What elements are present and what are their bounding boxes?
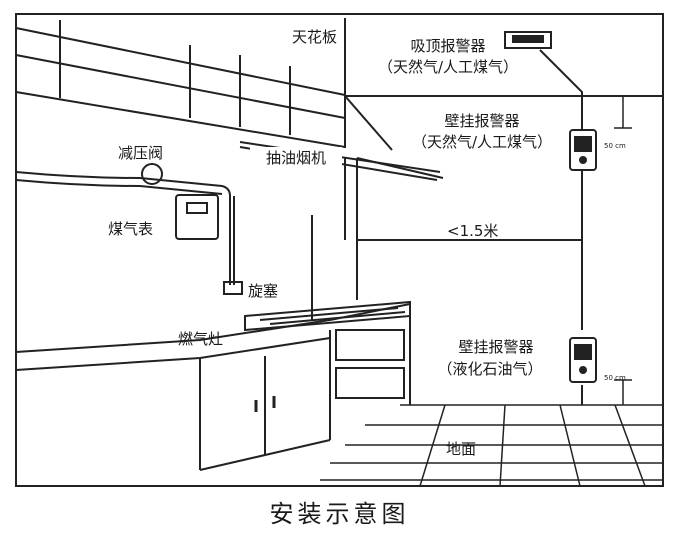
oven-panel-top xyxy=(335,329,405,361)
pressure-valve-symbol xyxy=(141,163,163,185)
wall-alarm-bottom-gas-label: （液化石油气） xyxy=(437,360,543,378)
upper-cabinets xyxy=(15,18,346,148)
gas-meter-box xyxy=(175,194,219,240)
floor-grid xyxy=(320,404,662,487)
wall-alarm-top-label: 壁挂报警器 xyxy=(444,112,520,130)
ceiling-alarm-label: 吸顶报警器 xyxy=(410,37,486,55)
plug-valve-label: 旋塞 xyxy=(248,282,279,300)
plug-valve-symbol xyxy=(223,281,243,295)
wall-alarm-top-device xyxy=(569,129,597,171)
counter xyxy=(15,303,411,471)
wall-alarm-bottom-label: 壁挂报警器 xyxy=(458,338,534,356)
range-hood-label: 抽油烟机 xyxy=(265,149,326,167)
gas-stove-body xyxy=(244,300,411,332)
figure-caption: 安装示意图 xyxy=(269,500,410,528)
ceiling-alarm-device xyxy=(504,31,552,49)
range-hood-label-box: 抽油烟机 xyxy=(250,147,342,169)
dimension-markers xyxy=(614,96,632,405)
ceiling-alarm-gas-label: （天然气/人工煤气） xyxy=(377,58,519,76)
floor-label: 地面 xyxy=(446,440,477,458)
dimension-top-label: 50 cm xyxy=(604,142,626,150)
wall-alarm-top-gas-label: （天然气/人工煤气） xyxy=(411,133,553,151)
gas-pipe xyxy=(15,163,235,285)
distance-label: <1.5米 xyxy=(447,222,499,240)
dimension-bottom-label: 50 cm xyxy=(604,374,626,382)
oven-panel-bottom xyxy=(335,367,405,399)
gas-stove-label: 燃气灶 xyxy=(178,330,224,348)
wall-alarm-bottom-device xyxy=(569,337,597,383)
gas-meter-label: 煤气表 xyxy=(108,220,154,238)
diagram-frame xyxy=(15,13,664,487)
pressure-valve-label: 减压阀 xyxy=(118,144,164,162)
ceiling-alarm-wire xyxy=(539,49,583,96)
ceiling-label: 天花板 xyxy=(292,28,338,46)
gas-meter-window xyxy=(186,202,208,214)
